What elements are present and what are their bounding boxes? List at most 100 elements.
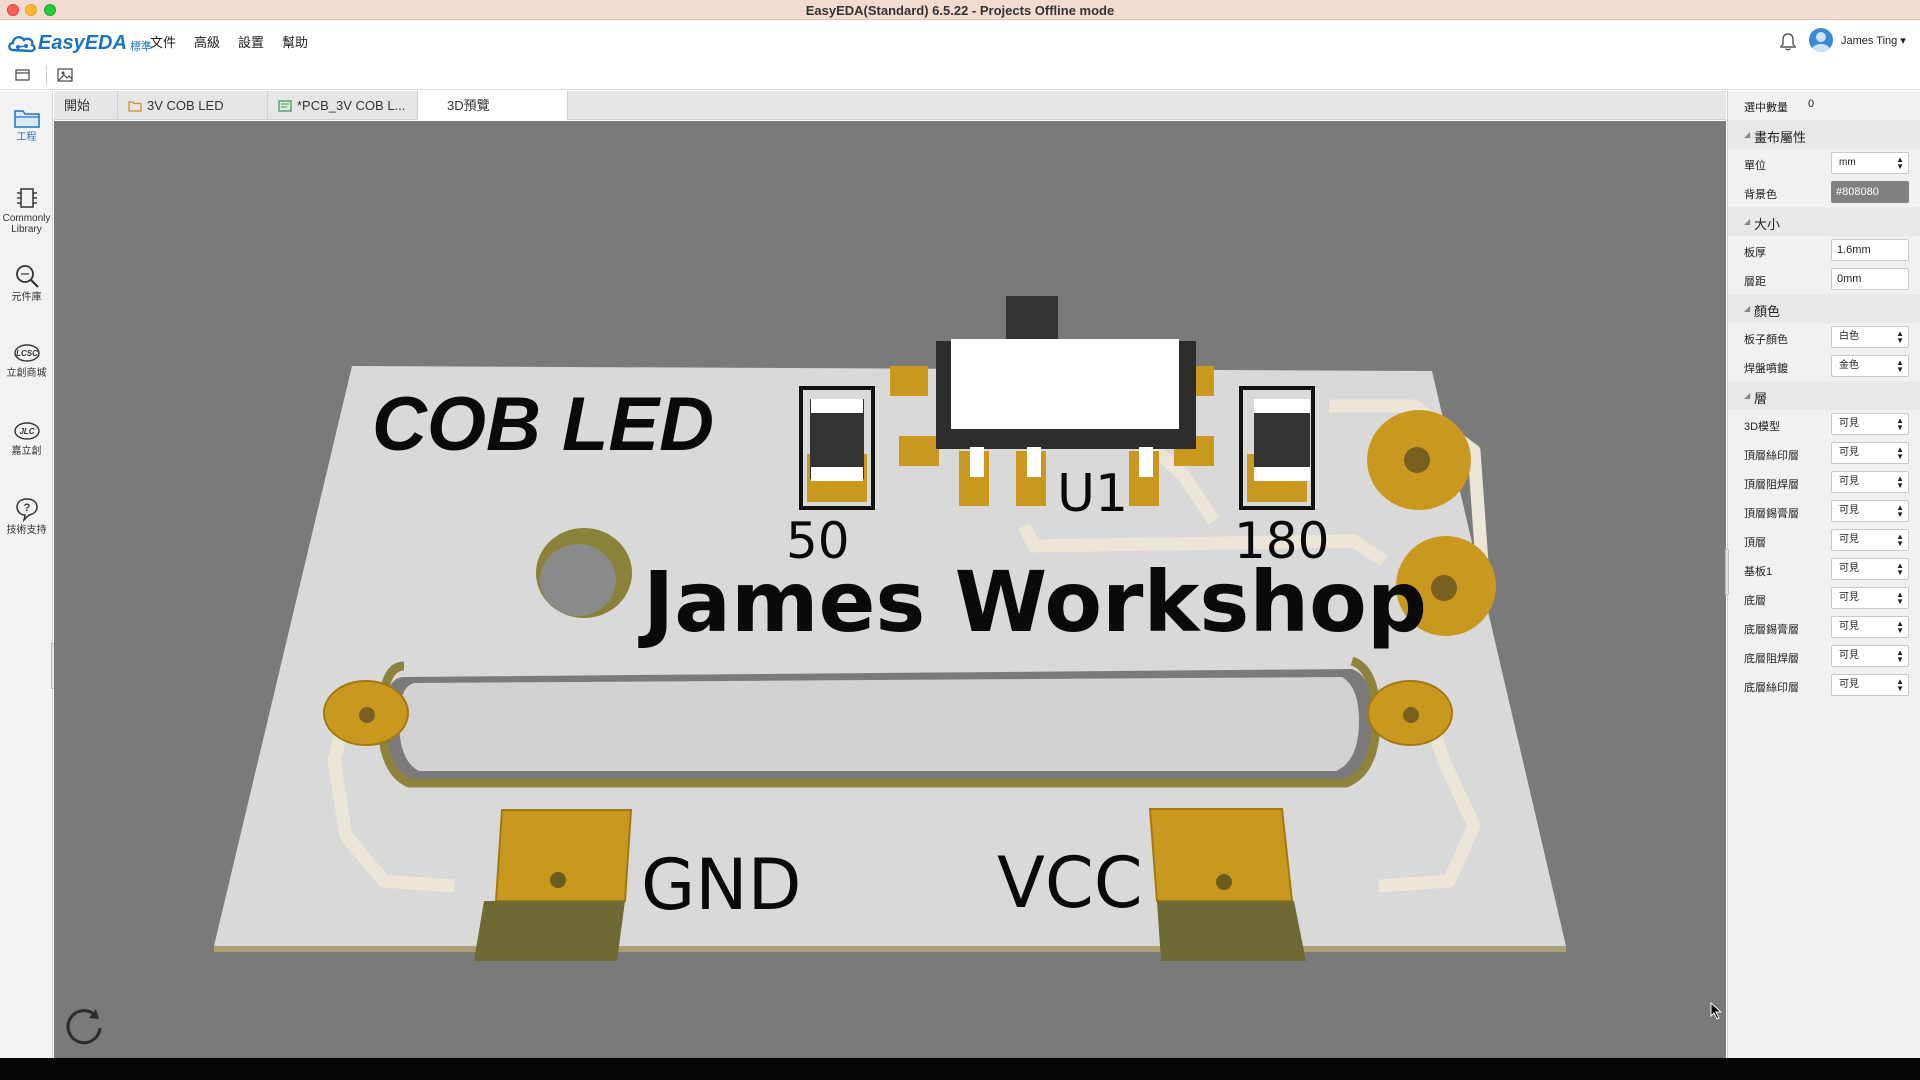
layer-visibility-select[interactable]: 可見▲▼ [1831, 674, 1909, 696]
silk-title: COB LED [372, 382, 714, 467]
user-icon [1812, 32, 1830, 52]
unit-value: mm [1839, 157, 1856, 168]
tab-label: *PCB_3V COB L... [297, 98, 406, 113]
document-tabs: 開始 3V COB LED *PCB_3V COB L... 3D預覽 [54, 91, 1726, 120]
layer-visibility-select[interactable]: 可見▲▼ [1831, 587, 1909, 609]
tab-start[interactable]: 開始 [54, 91, 118, 120]
menu-advanced[interactable]: 高級 [194, 35, 221, 50]
folder-icon [128, 100, 142, 112]
sidebar-item-label: 技術支持 [6, 525, 47, 536]
tab-schematic-3v-cob-led[interactable]: 3V COB LED [118, 91, 268, 120]
layer-visibility-select[interactable]: 可見▲▼ [1831, 529, 1909, 551]
layer-spacing-input[interactable]: 0mm [1831, 268, 1909, 290]
chip-icon [16, 188, 37, 208]
layer-spacing-row: 層距 0mm [1728, 265, 1920, 294]
layer-label: 頂層絲印層 [1744, 450, 1799, 462]
lcsc-icon: LCSC [13, 344, 40, 362]
unit-select[interactable]: mm ▲▼ [1831, 152, 1909, 174]
layer-row: 基板1 可見 ▲▼ [1728, 555, 1920, 584]
close-window-button[interactable] [7, 4, 19, 16]
pad-plating-value: 金色 [1839, 360, 1859, 371]
svg-text:LCSC: LCSC [16, 349, 38, 358]
menu-settings[interactable]: 設置 [238, 35, 265, 50]
help-icon: ? [15, 498, 38, 522]
layer-row: 底層絲印層 可見▲▼ [1728, 671, 1920, 700]
pad-plating-select[interactable]: 金色 ▲▼ [1831, 355, 1909, 377]
sidebar-item-tech-support[interactable]: ? 技術支持 [0, 496, 53, 536]
new-file-icon[interactable] [14, 67, 32, 83]
bottom-screen-bar [0, 1058, 1920, 1080]
layer-row: 頂層絲印層 可見▲▼ [1728, 439, 1920, 468]
layer-visibility-value: 可見 [1839, 563, 1859, 574]
select-caret-icon: ▲▼ [1896, 561, 1904, 577]
thickness-label: 板厚 [1744, 247, 1766, 259]
layer-section[interactable]: ◢ 層 [1728, 381, 1920, 410]
left-sidebar: 工程 Commonly Library 元件庫 [0, 91, 56, 1058]
resistor-r2 [1239, 386, 1315, 510]
layer-visibility-select[interactable]: 可見 ▲▼ [1831, 558, 1909, 580]
menu-file[interactable]: 文件 [150, 35, 177, 50]
sidebar-item-lcsc-mall[interactable]: LCSC 立創商城 [0, 341, 53, 379]
layer-visibility-select[interactable]: 可見▲▼ [1831, 500, 1909, 522]
layer-label: 基板1 [1744, 566, 1773, 578]
silk-vcc-label: VCC [997, 842, 1143, 924]
section-title: 畫布屬性 [1754, 130, 1807, 145]
layer-row: 底層錫膏層 可見▲▼ [1728, 613, 1920, 642]
select-caret-icon: ▲▼ [1896, 532, 1904, 548]
layer-row: 頂層錫膏層 可見▲▼ [1728, 497, 1920, 526]
silk-gnd-label: GND [641, 844, 802, 926]
sidebar-item-project[interactable]: 工程 [0, 107, 53, 143]
sidebar-item-commonly-library[interactable]: Commonly Library [0, 186, 53, 235]
app-logo: EasyEDA 標準 [7, 28, 152, 54]
tab-label: 開始 [64, 98, 91, 113]
color-section[interactable]: ◢ 顏色 [1728, 294, 1920, 323]
section-title: 層 [1754, 391, 1768, 406]
panel-collapse-handle[interactable] [1725, 549, 1729, 595]
sidebar-item-component-library[interactable]: 元件庫 [0, 263, 53, 303]
menu-bar: EasyEDA 標準 文件 高級 設置 幫助 James Ting ▾ [0, 20, 1920, 60]
selected-count-label: 選中數量 [1744, 102, 1788, 114]
layer-visibility-select[interactable]: 可見▲▼ [1831, 413, 1909, 435]
tab-pcb[interactable]: *PCB_3V COB L... [268, 91, 418, 120]
menu-help[interactable]: 幫助 [282, 35, 309, 50]
board-color-value: 白色 [1839, 331, 1859, 342]
sidebar-item-label: 嘉立創 [11, 446, 42, 457]
sidebar-item-jlc[interactable]: JLC 嘉立創 [0, 419, 53, 457]
layer-row: 頂層 可見▲▼ [1728, 526, 1920, 555]
layer-row: 頂層阻焊層 可見▲▼ [1728, 468, 1920, 497]
window-title: EasyEDA(Standard) 6.5.22 - Projects Offl… [805, 3, 1115, 18]
minimize-window-button[interactable] [25, 4, 37, 16]
pcb-icon [278, 99, 292, 112]
tab-label: 3V COB LED [147, 98, 224, 113]
3d-preview-canvas[interactable]: COB LED James Workshop 50 180 U1 GND VCC [54, 121, 1726, 1058]
layer-visibility-select[interactable]: 可見▲▼ [1831, 616, 1909, 638]
unit-row: 單位 mm ▲▼ [1728, 149, 1920, 178]
sidebar-item-label: Commonly Library [2, 213, 51, 235]
canvas-properties-section[interactable]: ◢ 畫布屬性 [1728, 120, 1920, 149]
collapse-triangle-icon: ◢ [1744, 304, 1751, 313]
thickness-input[interactable]: 1.6mm [1831, 239, 1909, 261]
avatar[interactable] [1809, 28, 1833, 52]
sidebar-item-label: 元件庫 [11, 292, 42, 303]
board-edge [214, 946, 1566, 952]
layer-visibility-value: 可見 [1839, 621, 1859, 632]
collapse-triangle-icon: ◢ [1744, 217, 1751, 226]
layer-visibility-select[interactable]: 可見▲▼ [1831, 442, 1909, 464]
tab-3d-preview[interactable]: 3D預覽 [418, 91, 568, 120]
reset-view-icon[interactable] [62, 1004, 106, 1048]
open-image-icon[interactable] [56, 67, 74, 83]
layer-label: 頂層錫膏層 [1744, 508, 1799, 520]
easyeda-cloud-icon [8, 35, 36, 53]
zoom-window-button[interactable] [44, 4, 56, 16]
collapse-triangle-icon: ◢ [1744, 391, 1751, 400]
layer-visibility-select[interactable]: 可見▲▼ [1831, 471, 1909, 493]
select-caret-icon: ▲▼ [1896, 590, 1904, 606]
mounting-hole [536, 528, 632, 618]
bell-icon[interactable] [1780, 32, 1796, 52]
user-menu[interactable]: James Ting ▾ [1841, 35, 1906, 47]
board-color-select[interactable]: 白色 ▲▼ [1831, 326, 1909, 348]
layer-visibility-select[interactable]: 可見▲▼ [1831, 645, 1909, 667]
layer-label: 底層錫膏層 [1744, 624, 1799, 636]
background-color-field[interactable]: #808080 [1831, 181, 1909, 203]
size-section[interactable]: ◢ 大小 [1728, 207, 1920, 236]
